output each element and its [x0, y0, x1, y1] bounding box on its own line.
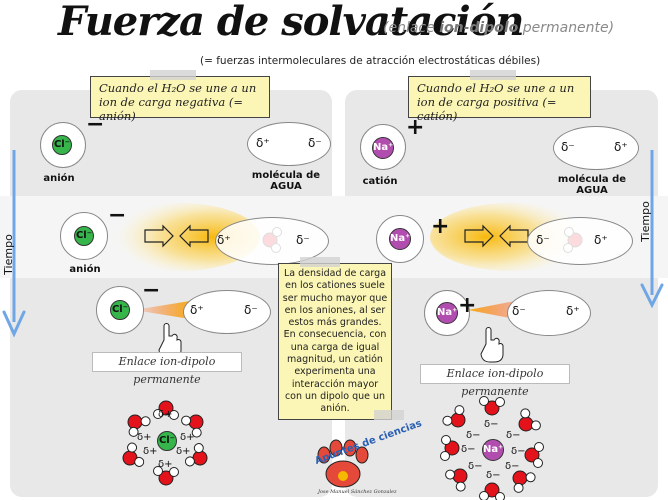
- water-oval-top-right: [553, 126, 639, 170]
- solvation-delta: δ+: [143, 446, 158, 457]
- right-note: Cuando el H₂O se une a un ion de carga p…: [408, 76, 591, 123]
- ion-oval-bottom-left: [96, 286, 144, 334]
- delta-label: δ⁺: [217, 233, 231, 247]
- subtitle-post: permanente): [518, 20, 615, 36]
- solvation-delta: δ−: [461, 444, 476, 455]
- bond-caption-left: Enlace ion-dipolo permanente: [92, 352, 242, 386]
- interaction-arrows-left: [144, 224, 209, 248]
- water-label: molécula de AGUA: [557, 174, 627, 196]
- charge-symbol: −: [142, 278, 161, 303]
- delta-label: δ⁺: [190, 303, 204, 317]
- glow-left: [100, 203, 260, 271]
- water-oval-top-left: [247, 122, 331, 166]
- delta-label: δ⁻: [244, 303, 258, 317]
- solvation-delta: δ−: [484, 419, 499, 430]
- subtitle: (enlace ion-dipolo permanente): [383, 20, 614, 36]
- center-note-tape: [300, 257, 340, 267]
- chloride-ion: Cl⁻: [52, 135, 72, 155]
- ion-label: catión: [362, 176, 398, 187]
- solvation-delta: δ+: [158, 459, 173, 470]
- left-note: Cuando el H₂O se une a un ion de carga n…: [90, 76, 270, 123]
- water-oval-bottom-left: [183, 290, 271, 334]
- solvation-delta: δ+: [158, 409, 173, 420]
- delta-label: δ⁺: [594, 233, 608, 247]
- subline: (= fuerzas intermoleculares de atracción…: [200, 55, 541, 67]
- chloride-ion: Cl⁻: [110, 300, 130, 320]
- center-note: La densidad de carga en los cationes sue…: [278, 263, 392, 420]
- time-label-left: Tiempo: [1, 234, 15, 275]
- solvation-delta: δ+: [137, 432, 152, 443]
- delta-label: δ⁻: [512, 304, 526, 318]
- time-arrow-left: [2, 150, 26, 338]
- interaction-arrows-right: [464, 224, 529, 248]
- sodium-ion: Na⁺: [436, 302, 458, 324]
- delta-label: δ⁺: [566, 304, 580, 318]
- solvation-delta: δ−: [486, 470, 501, 481]
- time-label-right: Tiempo: [638, 201, 652, 242]
- charge-symbol: +: [458, 293, 477, 318]
- hand-right: [480, 327, 504, 363]
- charge-symbol: −: [108, 203, 127, 228]
- solvation-delta: δ−: [511, 446, 526, 457]
- subtitle-bold: ion-dipolo: [439, 20, 519, 36]
- delta-label: δ⁻: [308, 136, 322, 150]
- water-label: molécula de AGUA: [251, 170, 321, 192]
- beam-right: [468, 301, 515, 319]
- solvation-delta: δ−: [466, 430, 481, 441]
- charge-symbol: +: [431, 214, 450, 239]
- right-note-tape: [470, 70, 516, 80]
- charge-symbol: −: [86, 112, 105, 137]
- sodium-ion: Na⁺: [389, 228, 411, 250]
- solvation-delta: δ+: [180, 432, 195, 443]
- solvation-delta: δ+: [176, 446, 191, 457]
- beam-left: [134, 301, 190, 319]
- left-note-tape: [150, 70, 196, 80]
- sodium-ion: Na⁺: [372, 137, 394, 159]
- chloride-ion-solvated: Cl⁻: [157, 431, 177, 451]
- delta-label: δ⁻: [561, 140, 575, 154]
- time-arrow-right: [640, 150, 664, 309]
- charge-symbol: +: [406, 115, 425, 140]
- water-oval-mid-right: [527, 217, 633, 265]
- page-title: Fuerza de solvatación: [58, 0, 524, 45]
- delta-label: δ⁻: [536, 233, 550, 247]
- delta-label: δ⁺: [256, 136, 270, 150]
- paw-logo: [317, 439, 369, 488]
- delta-label: δ⁻: [296, 233, 310, 247]
- bond-caption-right: Enlace ion-dipolo permanente: [420, 364, 570, 398]
- logo-signature: Jose Manuel Sánchez Gonzalez: [318, 489, 397, 495]
- ion-label: anión: [69, 264, 101, 275]
- delta-label: δ⁺: [614, 140, 628, 154]
- sodium-ion-solvated: Na⁺: [482, 439, 504, 461]
- water-oval-bottom-right: [507, 290, 591, 336]
- solvation-delta: δ−: [505, 461, 520, 472]
- solvation-delta: δ−: [468, 461, 483, 472]
- center-note-tape: [374, 410, 404, 420]
- ion-label: anión: [43, 173, 75, 184]
- solvation-delta: δ−: [506, 430, 521, 441]
- subtitle-pre: (enlace: [383, 20, 440, 36]
- chloride-ion: Cl⁻: [74, 226, 94, 246]
